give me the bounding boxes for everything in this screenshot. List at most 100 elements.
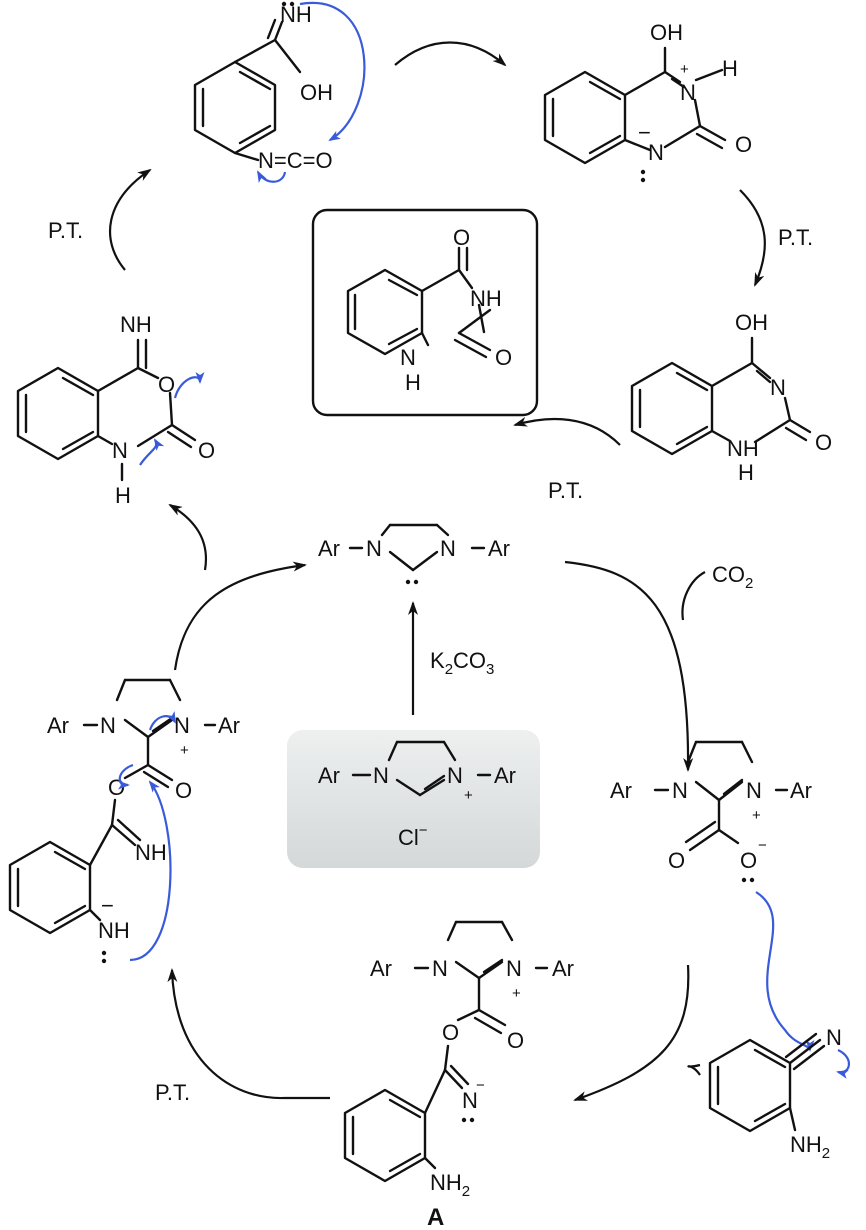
positive-charge: +: [512, 985, 521, 1002]
hydroxyl-label: OH: [650, 20, 683, 45]
aryl-label: Ar: [488, 536, 510, 561]
positive-charge: +: [752, 807, 761, 824]
carbonyl-o-label: O: [815, 430, 832, 455]
anilide-nh-label: NH: [98, 918, 130, 943]
positive-charge: +: [180, 742, 189, 759]
cyclized-zwitterion: OH N + H O N −: [543, 20, 752, 183]
cycle-arrow-bottom-left: [167, 968, 330, 1100]
base-label: K2CO3: [430, 648, 494, 678]
proton-transfer-label: P.T.: [778, 225, 813, 250]
free-carbene: Ar N N Ar: [318, 523, 510, 585]
chloride-label: Cl−: [398, 822, 428, 850]
acyl-azolium-intermediate: Ar N N + Ar O O NH NH −: [8, 678, 240, 964]
negative-charge: −: [476, 1077, 485, 1094]
curly-arrow-imine: [148, 711, 176, 731]
aryl-label: Ar: [552, 956, 574, 981]
nitrogen-label: N: [680, 80, 696, 105]
aryl-label: Ar: [318, 536, 340, 561]
nitrogen-label: N: [648, 140, 664, 165]
compound-label-a: A: [427, 1204, 444, 1230]
nitrogen-label: N: [506, 956, 522, 981]
hydrogen-label: H: [722, 56, 738, 81]
proton-transfer-label: P.T.: [548, 478, 583, 503]
carbonyl-o-label: O: [198, 438, 215, 463]
imine-nh-label: NH: [135, 840, 167, 865]
cyclic-carbamate-intermediate: NH O O N H: [16, 312, 215, 508]
co2-label: CO2: [712, 562, 753, 592]
hydroxyl-label: OH: [300, 80, 333, 105]
nitrogen-label: N: [366, 536, 382, 561]
cycle-arrow-top: [394, 41, 507, 67]
negative-charge: −: [638, 120, 651, 145]
nitrogen-label: N: [672, 778, 688, 803]
aryl-label: Ar: [610, 778, 632, 803]
proton-transfer-label: P.T.: [48, 218, 83, 243]
proton-transfer-label: P.T.: [155, 1080, 190, 1105]
nitrogen-label: N: [100, 713, 116, 738]
curly-arrow-nitrile-attack: [755, 891, 815, 1052]
h-label: H: [405, 370, 421, 395]
carbonyl-o-label: O: [175, 778, 192, 803]
imine-nh-label: NH: [120, 312, 152, 337]
positive-charge: +: [464, 787, 473, 804]
cycle-arrow-addition: [573, 964, 690, 1102]
curly-arrow-attack: [299, 1, 366, 142]
cycle-arrow-to-cyclic: [168, 503, 208, 571]
curly-arrow-isocyanate: [257, 170, 287, 183]
nh-label: NH: [727, 436, 759, 461]
imidate-n-label: N: [462, 1088, 478, 1113]
nitrogen-label: N: [174, 713, 190, 738]
aryl-label: Ar: [494, 763, 516, 788]
carbonyl-o-label: O: [495, 345, 512, 370]
negative-charge: −: [758, 837, 767, 854]
aryl-label: Ar: [318, 763, 340, 788]
isocyanate-label: N=C=O: [258, 148, 333, 173]
curly-arrow-nh: [139, 438, 165, 466]
nitrogen-label: N: [440, 536, 456, 561]
nitrogen-label: N: [770, 375, 786, 400]
nitrogen-label: N: [746, 778, 762, 803]
amine-label: NH2: [790, 1132, 830, 1162]
arrow-to-product: [513, 416, 621, 446]
positive-charge: +: [680, 61, 689, 78]
precatalyst-box: Ar N N + Ar Cl−: [287, 730, 540, 868]
aryl-label: Ar: [790, 778, 812, 803]
nh-label: NH: [470, 286, 502, 311]
hydroxy-tautomer: OH N O NH H: [630, 310, 832, 485]
ester-o-label: O: [442, 1020, 459, 1045]
aryl-label: Ar: [47, 713, 69, 738]
intermediate-a: Ar N N + Ar O O N − NH2 A: [343, 920, 574, 1230]
isocyanate-intermediate: NH OH N=C=O: [193, 1, 366, 183]
h-label: H: [738, 460, 754, 485]
carbonyl-o-label: O: [453, 225, 470, 250]
nitrogen-label: N: [432, 956, 448, 981]
nitrile-n-label: N: [826, 1025, 842, 1050]
curly-arrow-ring-opening: [173, 371, 205, 399]
nhc-co2-adduct: Ar N N + Ar O O −: [610, 740, 815, 1052]
imine-nh-label: NH: [280, 2, 312, 27]
nitrogen-label: N: [373, 763, 389, 788]
cycle-arrow-release: [173, 561, 307, 671]
ester-o-label: O: [108, 775, 125, 800]
nitrile-entry-curve: [687, 1063, 701, 1076]
ring-o-label: O: [158, 372, 175, 397]
co2-entry-curve: [681, 571, 706, 621]
amine-label: NH2: [430, 1170, 470, 1200]
product-box: O NH O N H: [311, 208, 539, 417]
aminobenzonitrile: N NH2: [708, 1025, 850, 1162]
curly-arrow-leaving: [117, 763, 134, 790]
h-label: H: [115, 483, 131, 508]
aryl-label: Ar: [370, 956, 392, 981]
cycle-arrow-co2: [564, 560, 694, 772]
curly-arrow-nitrile: [836, 1049, 850, 1079]
nh-label: N: [400, 345, 416, 370]
carbonyl-o-label: O: [668, 848, 685, 873]
carboxylate-o-label: O: [740, 848, 757, 873]
cycle-arrow-right-upper: [739, 189, 766, 287]
aryl-label: Ar: [218, 713, 240, 738]
cycle-arrow-left-upper: [108, 168, 152, 271]
nitrogen-label: N: [112, 438, 128, 463]
negative-charge: −: [101, 893, 114, 918]
carbonyl-o-label: O: [735, 132, 752, 157]
